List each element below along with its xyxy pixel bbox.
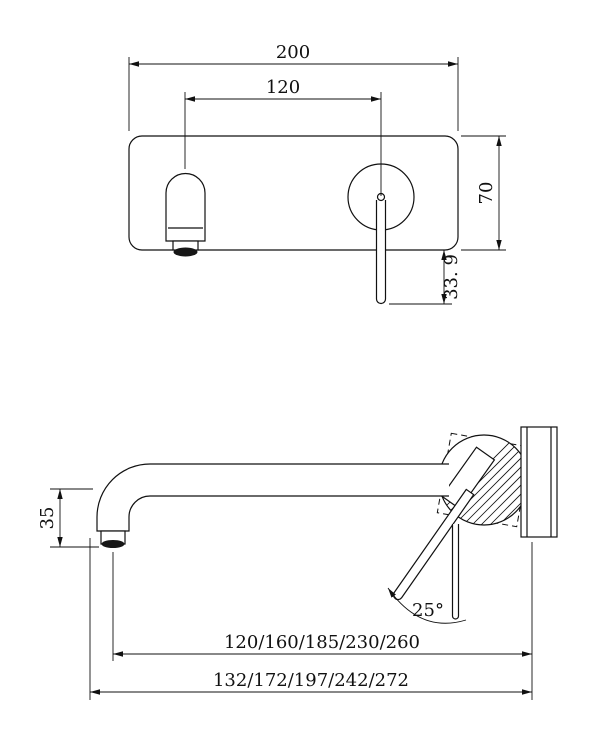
- top-view: 200 120 70 33. 9: [128, 42, 506, 305]
- dim-overall-reach-label: 132/172/197/242/272: [213, 670, 409, 691]
- dim-centers-label: 120: [266, 77, 300, 98]
- spout-tube: [96, 463, 449, 532]
- handle-lever-top-view: [375, 200, 387, 305]
- handle-lever-vertical-reference: [451, 524, 460, 620]
- outlet-aerator-tip: [101, 540, 125, 548]
- dim-outlet-drop-label: 35: [37, 507, 58, 530]
- side-view: 25° 35 120/160/185/230/260 132/172/197/2…: [37, 426, 558, 700]
- dim-lever-drop-label: 33. 9: [441, 254, 462, 300]
- dim-plate-height: 70: [461, 135, 506, 251]
- dim-centers: 120: [184, 77, 382, 196]
- dim-spout-reach-label: 120/160/185/230/260: [224, 632, 420, 653]
- spout-escutcheon: [165, 172, 206, 242]
- dim-outlet-drop: 35: [37, 488, 99, 548]
- handle-lever-side-view: [392, 488, 475, 601]
- dim-plate-height-label: 70: [476, 182, 497, 205]
- spout-aerator-tip: [173, 247, 198, 257]
- dim-lever-drop: 33. 9: [389, 250, 462, 305]
- dim-overall-reach: 132/172/197/242/272: [89, 538, 532, 700]
- dim-plate-width-label: 200: [276, 42, 310, 63]
- dim-lever-angle-label: 25°: [412, 600, 444, 621]
- dim-spout-reach: 120/160/185/230/260: [112, 542, 533, 700]
- dim-lever-angle: 25°: [387, 587, 467, 624]
- dim-plate-width: 200: [128, 42, 459, 131]
